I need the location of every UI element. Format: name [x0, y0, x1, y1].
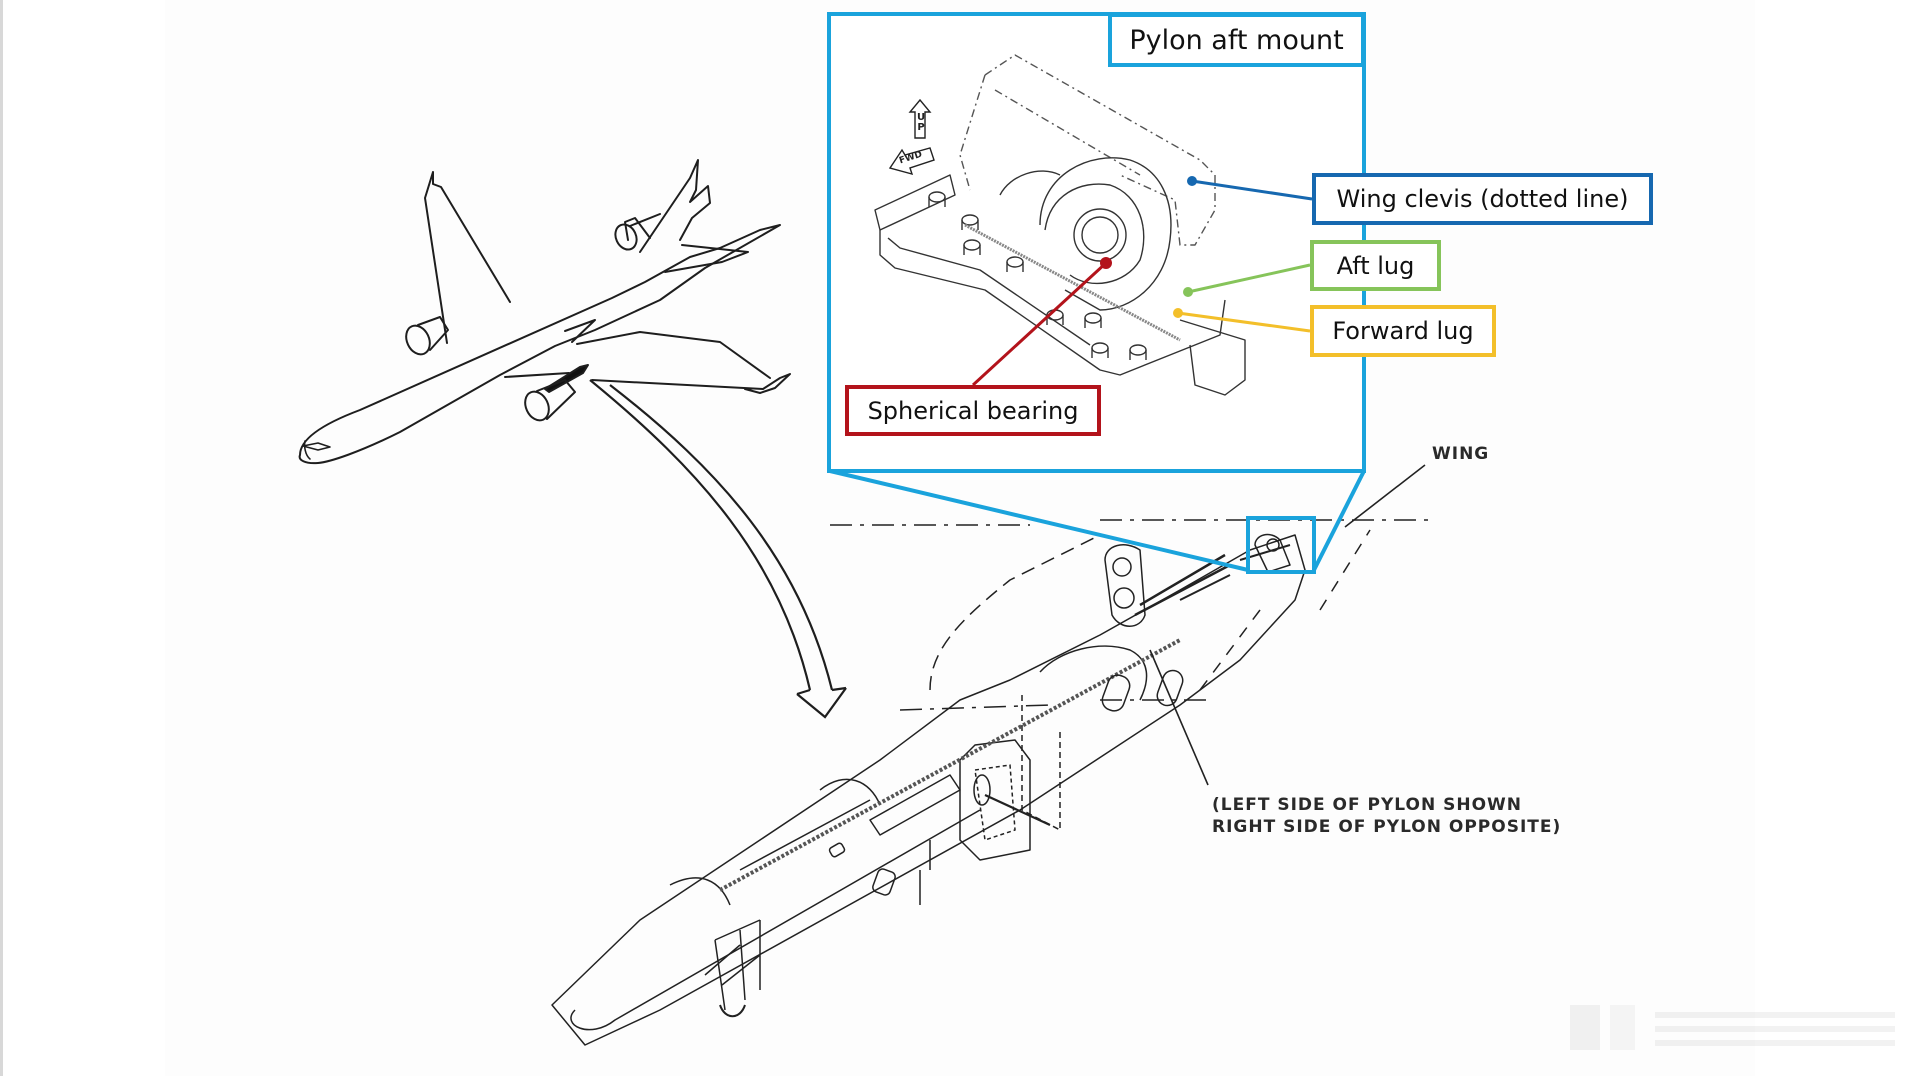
aircraft-tail-engine — [624, 217, 651, 241]
pylon-note-line-1: (LEFT SIDE OF PYLON SHOWN — [1212, 795, 1523, 815]
up-arrow-icon — [908, 98, 932, 139]
wing-outline-dashed — [830, 519, 1430, 526]
aft-mount-detail — [874, 54, 1246, 396]
pylon-assembly — [551, 464, 1430, 1046]
callout-spherical-bearing: Spherical bearing — [845, 385, 1101, 436]
fwd-marker — [888, 147, 935, 176]
aircraft-near-wing — [504, 331, 791, 394]
pylon-body — [551, 534, 1306, 1046]
wing-leader-line — [1344, 464, 1426, 528]
detail-location-box — [1246, 516, 1316, 574]
aircraft-cockpit — [302, 440, 331, 460]
leader-forward-lug — [1177, 311, 1311, 333]
aircraft-tail-fin — [639, 159, 711, 253]
zoom-connector — [829, 469, 1366, 574]
aircraft-stabilizer — [664, 244, 749, 273]
wing-label: WING — [1432, 444, 1490, 464]
aircraft-highlighted-pylon — [544, 364, 589, 393]
mount-base-plate — [874, 174, 956, 231]
aircraft-overview — [298, 159, 791, 465]
mount-bolt-shaft — [964, 223, 1181, 342]
up-marker — [908, 98, 932, 139]
leader-aft-lug — [1187, 263, 1311, 294]
pylon-side-note: (LEFT SIDE OF PYLON SHOWN RIGHT SIDE OF … — [1212, 794, 1561, 838]
aircraft-fuselage — [298, 224, 781, 465]
pylon-forward-truss — [704, 919, 761, 1011]
pylon-diagonal-beam — [719, 638, 1181, 892]
aircraft-near-engine — [524, 390, 550, 422]
callout-wing-clevis: Wing clevis (dotted line) — [1312, 173, 1653, 225]
inset-title: Pylon aft mount — [1108, 13, 1365, 67]
fwd-arrow-icon — [888, 147, 935, 176]
callout-forward-lug: Forward lug — [1310, 305, 1496, 357]
leader-wing-clevis — [1191, 179, 1313, 201]
note-leader-line — [1149, 649, 1209, 786]
wing-clevis-outline — [959, 54, 1216, 246]
mount-bolts — [928, 191, 1147, 360]
aircraft-far-wing — [424, 171, 511, 344]
transition-arrow — [589, 379, 847, 719]
pylon-aft-fitting — [1254, 533, 1291, 573]
mount-lug-body — [1039, 157, 1172, 311]
callout-aft-lug: Aft lug — [1310, 240, 1441, 291]
leader-spherical-bearing — [971, 261, 1108, 387]
pylon-upper-link — [1104, 544, 1146, 627]
pylon-note-line-2: RIGHT SIDE OF PYLON OPPOSITE) — [1212, 817, 1562, 837]
watermark-logo — [1570, 1005, 1895, 1050]
callout-leaders — [971, 176, 1313, 387]
page-edge — [0, 0, 3, 1076]
up-marker-label: U P — [916, 112, 926, 133]
aircraft-far-engine — [405, 324, 431, 356]
